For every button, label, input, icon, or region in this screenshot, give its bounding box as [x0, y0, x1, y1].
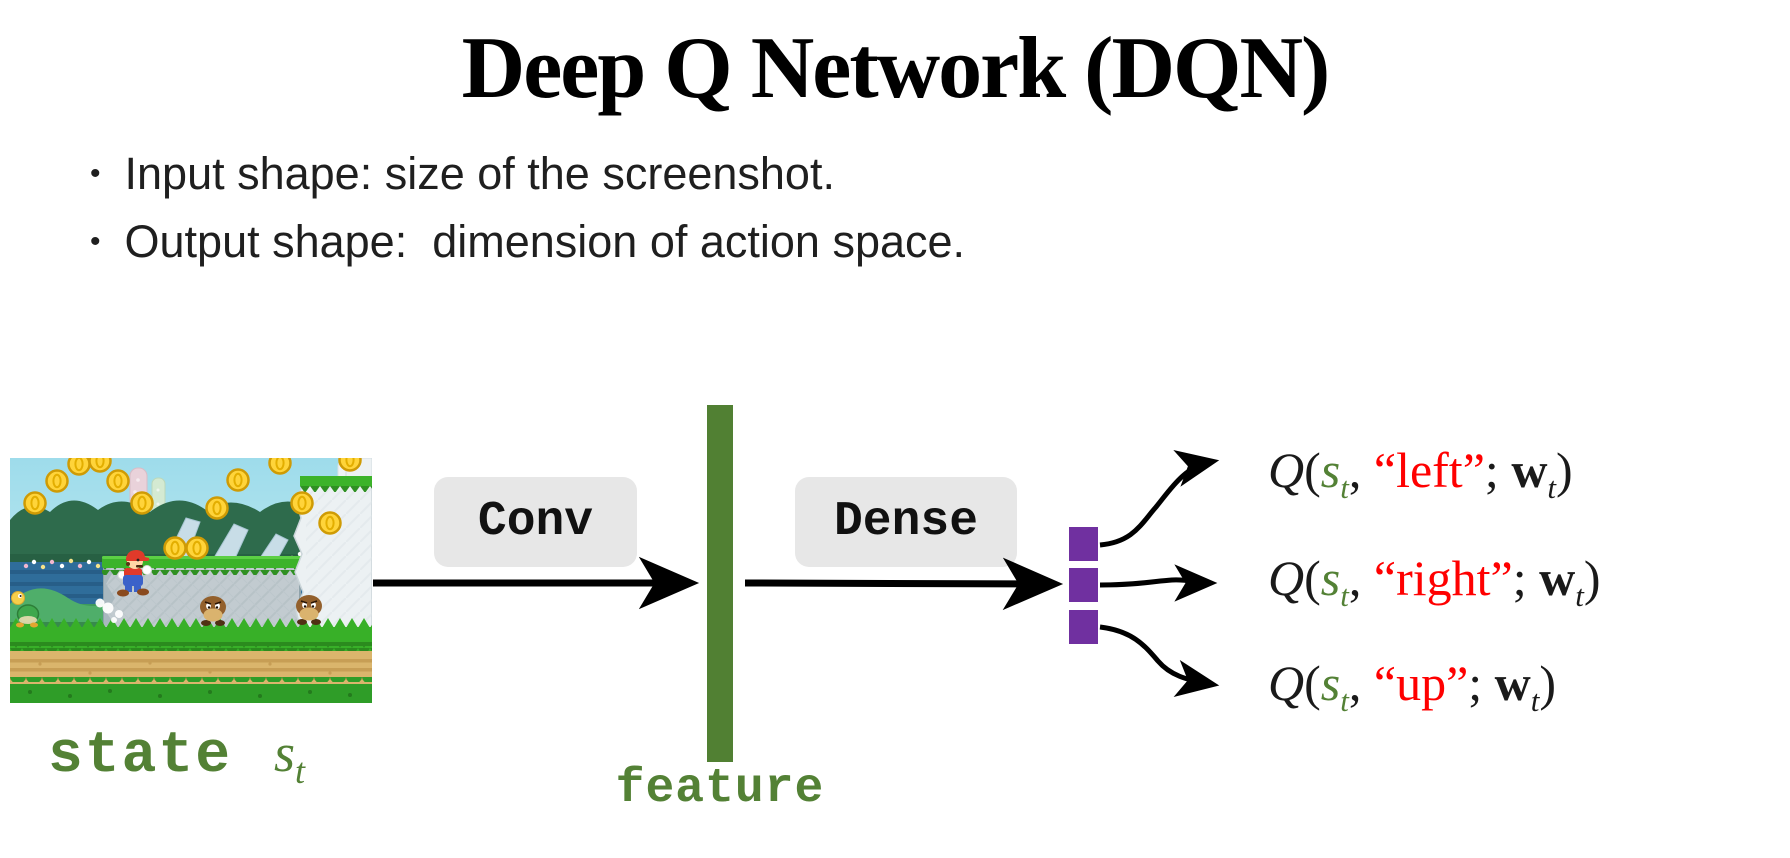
dense-label: Dense: [833, 495, 979, 549]
arrow-node-to-q-left: [1099, 449, 1220, 548]
coins: [23, 458, 362, 560]
action-label: “left”: [1373, 442, 1485, 498]
feature-label: feature: [615, 762, 825, 816]
feature-vector-bar: [707, 405, 733, 762]
weight-symbol: wt: [1539, 550, 1584, 613]
output-node-right: [1069, 568, 1098, 602]
q-value-left: Q(st, “left”; wt): [1268, 442, 1573, 505]
q-value-right: Q(st, “right”; wt): [1268, 550, 1601, 613]
state-symbol: st: [274, 723, 306, 791]
action-label: “right”: [1373, 550, 1513, 606]
q-value-up: Q(st, “up”; wt): [1268, 655, 1557, 718]
conv-label: Conv: [477, 495, 594, 549]
state-keyword: state: [48, 724, 233, 789]
dense-layer-box: Dense: [795, 477, 1017, 567]
bullet-dot-icon: •: [90, 157, 101, 190]
action-label: “up”: [1373, 655, 1469, 711]
bullet-text: Output shape: dimension of action space.: [124, 216, 966, 267]
game-screenshot-super-mario: [10, 458, 372, 703]
output-node-left: [1069, 527, 1098, 561]
mario: [117, 550, 152, 597]
output-node-up: [1069, 610, 1098, 644]
stone-platform: [102, 556, 302, 629]
state-subscript: t: [295, 750, 306, 791]
bullet-item: • Output shape: dimension of action spac…: [90, 214, 965, 270]
dust-puffs: [95, 598, 123, 623]
white-cliff: [293, 458, 372, 629]
bullet-text: Input shape: size of the screenshot.: [124, 148, 835, 199]
grass-ground: [10, 618, 372, 703]
goomba: [296, 595, 322, 625]
bullet-list: • Input shape: size of the screenshot. •…: [90, 146, 965, 282]
arrow-feature-to-nodes: [744, 557, 1064, 611]
state-label: state st: [48, 722, 305, 792]
goomba: [200, 596, 226, 626]
weight-symbol: wt: [1511, 442, 1557, 505]
bullet-dot-icon: •: [90, 225, 101, 258]
koopa: [11, 591, 40, 628]
arrow-node-to-q-right: [1099, 564, 1218, 602]
bullet-item: • Input shape: size of the screenshot.: [90, 146, 965, 202]
weight-symbol: wt: [1494, 655, 1540, 718]
conv-layer-box: Conv: [434, 477, 637, 567]
slide-title: Deep Q Network (DQN): [461, 20, 1331, 117]
arrow-node-to-q-up: [1099, 624, 1220, 697]
